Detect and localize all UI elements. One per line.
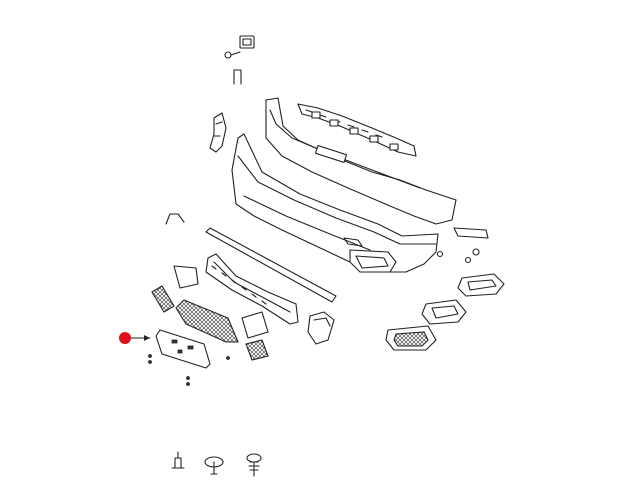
fog-bezel-insert-left <box>241 311 269 361</box>
clip-nut <box>239 35 255 49</box>
tow-hook-cover-left <box>173 265 199 289</box>
fog-grille-right <box>385 325 437 351</box>
red-dot-icon <box>119 332 131 344</box>
wire-clip-left <box>165 213 185 225</box>
bracket-u <box>233 69 242 85</box>
license-plate-bracket <box>148 329 230 386</box>
lower-grille-surround <box>205 253 299 325</box>
bolt <box>224 51 241 59</box>
fog-grille-left <box>151 285 175 313</box>
christmas-tree-clip <box>246 453 262 477</box>
fog-bezel-right <box>421 299 467 325</box>
lower-grille-mesh <box>175 299 239 343</box>
fog-surround-center <box>307 311 335 345</box>
pin-fastener <box>171 451 185 469</box>
trim-strip <box>205 227 337 303</box>
fog-bezel-insert-right <box>457 273 505 297</box>
bumper-fascia <box>231 133 439 273</box>
washer-fastener <box>204 456 224 475</box>
callout-arrow <box>119 332 151 344</box>
rear-reinforcement <box>265 97 457 225</box>
side-bracket-right <box>436 227 489 264</box>
side-bracket-left <box>209 112 227 153</box>
